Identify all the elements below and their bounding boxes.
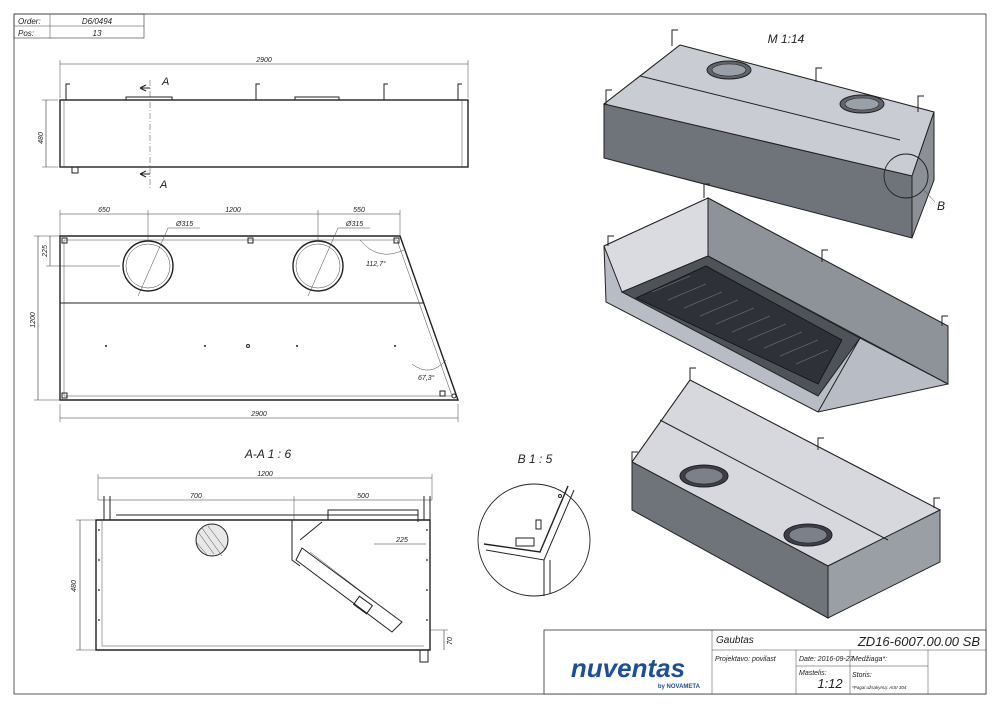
section-marker-top: A xyxy=(161,76,169,88)
detail-title: B 1 : 5 xyxy=(518,452,553,466)
hole-diameter-1: Ø315 xyxy=(175,221,193,228)
order-value: D6/0494 xyxy=(82,17,113,26)
material-label: Medžiaga*: xyxy=(852,656,887,663)
front-height-dim: 480 xyxy=(38,132,45,144)
thickness-label: Storis: xyxy=(852,672,872,679)
date-label: Date: 2016-09-27 xyxy=(799,656,855,663)
detail-view: B 1 : 5 xyxy=(477,452,591,597)
plan-dim-bottom: 2900 xyxy=(250,411,267,418)
drawing-number: ZD16-6007.00.00 SB xyxy=(857,634,980,649)
order-label: Order: xyxy=(18,17,41,26)
iso-view-3 xyxy=(631,367,942,619)
plan-dim-height-small: 225 xyxy=(42,245,49,258)
product-name: Gaubtas xyxy=(716,635,754,646)
front-width-dim: 2900 xyxy=(255,57,272,64)
section-view: A-A 1 : 6 1200 700 500 225 480 70 xyxy=(71,447,454,663)
pos-label: Pos: xyxy=(18,29,34,38)
sheet-border xyxy=(13,13,987,695)
section-dim-left: 700 xyxy=(190,493,202,500)
section-dim-height: 480 xyxy=(71,580,78,592)
made-label: *Pagal užsakymą: AISI 304 xyxy=(852,685,907,690)
section-marker-bottom: A xyxy=(159,179,167,191)
scale-value: 1:12 xyxy=(817,676,843,691)
iso-scale-label: M 1:14 xyxy=(768,32,805,46)
pos-value: 13 xyxy=(93,29,102,38)
company-logo: nuventas xyxy=(571,653,685,683)
scale-label: Mastelis: xyxy=(799,670,827,677)
project-label: Projektavo: povilast xyxy=(715,656,777,663)
iso-view-2 xyxy=(603,183,949,413)
section-dim-total: 1200 xyxy=(257,471,273,478)
angle-bottom: 67,3° xyxy=(418,374,435,382)
detail-callout: B xyxy=(937,199,945,213)
plan-dim-middle: 1200 xyxy=(225,207,241,214)
title-block: Gaubtas ZD16-6007.00.00 SB Projektavo: p… xyxy=(543,629,987,695)
hole-diameter-2: Ø315 xyxy=(345,221,363,228)
section-dim-foot: 70 xyxy=(447,637,454,645)
iso-view-1: M 1:14 B xyxy=(602,29,945,239)
plan-view: Ø315 Ø315 650 1200 550 225 1200 2900 112… xyxy=(30,207,459,422)
section-dim-inner: 225 xyxy=(395,537,408,544)
plan-dim-right: 550 xyxy=(353,207,365,214)
section-dim-right: 500 xyxy=(357,493,369,500)
plan-dim-left: 650 xyxy=(98,207,110,214)
order-box: Order: D6/0494 Pos: 13 xyxy=(13,13,145,39)
company-logo-sub: by NOVAMETA xyxy=(658,684,701,690)
front-view: 2900 A A 480 xyxy=(38,57,469,191)
angle-top: 112,7° xyxy=(366,260,386,268)
plan-dim-height: 1200 xyxy=(30,312,37,328)
section-title: A-A 1 : 6 xyxy=(244,447,292,461)
